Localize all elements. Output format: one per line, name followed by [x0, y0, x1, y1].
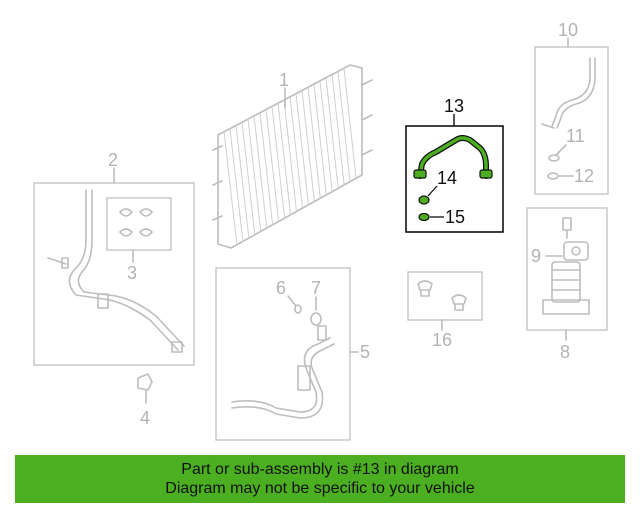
condenser-fin [313, 84, 327, 195]
callout-6: 6 [276, 278, 286, 298]
condenser-fin [259, 112, 274, 225]
part-13-box [405, 125, 504, 233]
part-10-box [534, 46, 609, 195]
callout-9: 9 [531, 246, 541, 266]
banner-line-2: Diagram may not be specific to your vehi… [165, 480, 475, 497]
info-banner: Part or sub-assembly is #13 in diagram D… [15, 455, 625, 503]
part-4-bracket[interactable] [137, 373, 153, 391]
callout-7: 7 [311, 278, 321, 298]
part-2-box [33, 182, 195, 366]
condenser-fin [271, 106, 286, 219]
condenser-fin [301, 90, 315, 202]
condenser-fin [295, 93, 309, 205]
part-3-clips[interactable] [119, 208, 153, 237]
callout-3: 3 [127, 263, 137, 283]
part-5-box [215, 267, 351, 441]
condenser-fin [229, 128, 244, 242]
condenser-fin [307, 87, 321, 199]
condenser-fin [289, 96, 303, 209]
part-9-adapter[interactable] [563, 241, 589, 261]
condenser-fin [283, 99, 297, 212]
part-14-o-ring[interactable] [418, 195, 430, 205]
part-11-o-ring[interactable] [548, 154, 560, 162]
condenser-fin [235, 125, 250, 239]
part-7-o-ring[interactable] [310, 312, 322, 326]
callout-13: 13 [444, 96, 464, 116]
condenser-fin [253, 115, 268, 229]
callout-1: 1 [279, 70, 289, 90]
callout-16: 16 [432, 330, 452, 350]
callout-10: 10 [558, 20, 578, 40]
callout-4: 4 [140, 408, 150, 428]
condenser-fin [241, 122, 256, 235]
part-2-hose-assembly[interactable] [47, 189, 185, 353]
part-1-condenser[interactable] [212, 64, 373, 249]
callout-15: 15 [445, 207, 465, 227]
condenser-fin [265, 109, 280, 222]
part-10-hose[interactable] [541, 57, 596, 129]
callout-5: 5 [360, 342, 370, 362]
part-8-box [526, 207, 608, 331]
part-16-plugs[interactable] [417, 280, 467, 311]
condenser-fin [319, 80, 333, 192]
condenser-fin [343, 68, 357, 179]
callout-11: 11 [566, 126, 585, 146]
part-15-o-ring[interactable] [418, 212, 430, 222]
part-13-hose-assembly[interactable] [413, 135, 493, 179]
callout-2: 2 [108, 150, 118, 170]
callout-12: 12 [574, 166, 594, 186]
part-6-o-ring[interactable] [294, 304, 302, 314]
part-16-box [407, 271, 483, 321]
condenser-fin [337, 71, 351, 182]
condenser-fin [325, 77, 339, 189]
part-8-oil-cooler[interactable] [542, 217, 590, 315]
condenser-fin [247, 119, 262, 232]
condenser-fin [331, 74, 345, 186]
banner-line-1: Part or sub-assembly is #13 in diagram [181, 461, 459, 478]
condenser-fin [223, 131, 238, 245]
condenser-fin [277, 103, 292, 215]
part-3-box [106, 197, 172, 251]
callout-14: 14 [437, 168, 457, 188]
callout-8: 8 [560, 342, 570, 362]
part-5-tube-assembly[interactable] [231, 325, 335, 419]
part-12-o-ring[interactable] [547, 172, 559, 180]
